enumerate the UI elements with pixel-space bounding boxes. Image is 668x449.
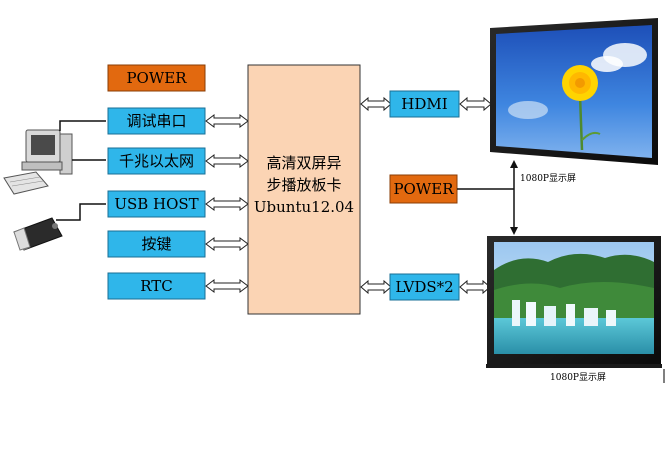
usb-host-block: USB HOST [107, 190, 206, 218]
debug-double-arrow [205, 114, 249, 128]
ethernet-block: 千兆以太网 [107, 147, 206, 175]
hdmi-display-double-arrow [459, 96, 492, 112]
center-line-1: 高清双屏异 [266, 154, 341, 172]
arrows-left [205, 114, 249, 293]
center-board-block: 高清双屏异 步播放板卡 Ubuntu12.04 [247, 64, 361, 315]
power-down-arrowhead [510, 227, 518, 235]
monitor-waterfall-icon [486, 236, 662, 368]
rtc-label: RTC [140, 277, 173, 295]
power-left-label: POWER [126, 69, 187, 87]
center-line-2: 步播放板卡 [266, 176, 341, 194]
rtc-double-arrow [205, 279, 249, 293]
top-display-caption: 1080P显示屏 [520, 173, 576, 184]
center-lvds-double-arrow [360, 279, 392, 295]
debug-serial-label: 调试串口 [126, 112, 186, 130]
center-hdmi-double-arrow [360, 96, 392, 112]
usb-double-arrow [205, 197, 249, 211]
usb-host-label: USB HOST [114, 195, 198, 213]
power-right-block: POWER [389, 174, 458, 204]
ethernet-double-arrow [205, 154, 249, 168]
keys-label: 按键 [141, 235, 171, 253]
hdmi-label: HDMI [401, 95, 447, 113]
hdmi-block: HDMI [389, 90, 460, 118]
center-line-3: Ubuntu12.04 [254, 198, 354, 216]
computer-icon [3, 129, 73, 195]
power-left-block: POWER [107, 64, 206, 92]
keys-block: 按键 [107, 230, 206, 258]
keys-double-arrow [205, 237, 249, 251]
bottom-display-caption: 1080P显示屏 [550, 372, 606, 383]
monitor-dandelion-icon [490, 18, 658, 165]
lvds-block: LVDS*2 [389, 273, 460, 301]
ethernet-label: 千兆以太网 [119, 152, 194, 170]
lvds-label: LVDS*2 [395, 278, 453, 296]
power-right-label: POWER [393, 180, 454, 198]
pc-to-debug-line [59, 120, 106, 131]
power-up-arrowhead [510, 160, 518, 168]
debug-serial-block: 调试串口 [107, 107, 206, 135]
usb-to-usbhost-line [56, 203, 106, 221]
rtc-block: RTC [107, 272, 206, 300]
lvds-display-double-arrow [459, 279, 491, 295]
usb-drive-icon [13, 217, 63, 251]
